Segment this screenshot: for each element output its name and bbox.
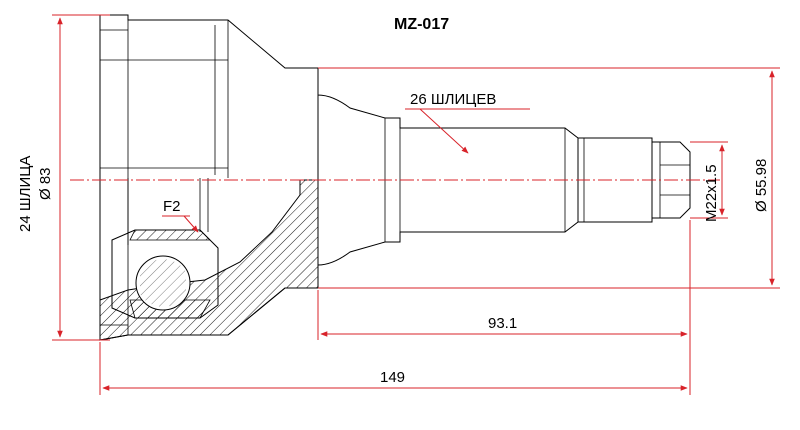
outer-diameter-label: Ø 83 bbox=[37, 167, 54, 200]
stub-shaft bbox=[317, 68, 691, 266]
housing-section-hatch bbox=[99, 179, 319, 341]
shaft-length-label: 93.1 bbox=[488, 315, 517, 332]
f2-label: F2 bbox=[163, 198, 181, 215]
part-number-title: MZ-017 bbox=[394, 16, 449, 33]
dim-shaft-length bbox=[317, 220, 691, 395]
dim-thread bbox=[690, 141, 728, 219]
total-length-label: 149 bbox=[380, 369, 405, 386]
outer-splines-label: 24 ШЛИЦА bbox=[17, 156, 34, 232]
shaft-diameter-label: Ø 55.98 bbox=[753, 159, 770, 212]
dim-total-length bbox=[99, 342, 688, 395]
thread-label: M22x1.5 bbox=[703, 164, 720, 222]
dim-outer-diameter bbox=[52, 14, 110, 341]
leader-f2 bbox=[162, 215, 199, 233]
dim-shaft-diameter bbox=[318, 67, 780, 289]
leader-inner-splines bbox=[405, 108, 530, 154]
inner-splines-label: 26 ШЛИЦЕВ bbox=[410, 91, 496, 108]
